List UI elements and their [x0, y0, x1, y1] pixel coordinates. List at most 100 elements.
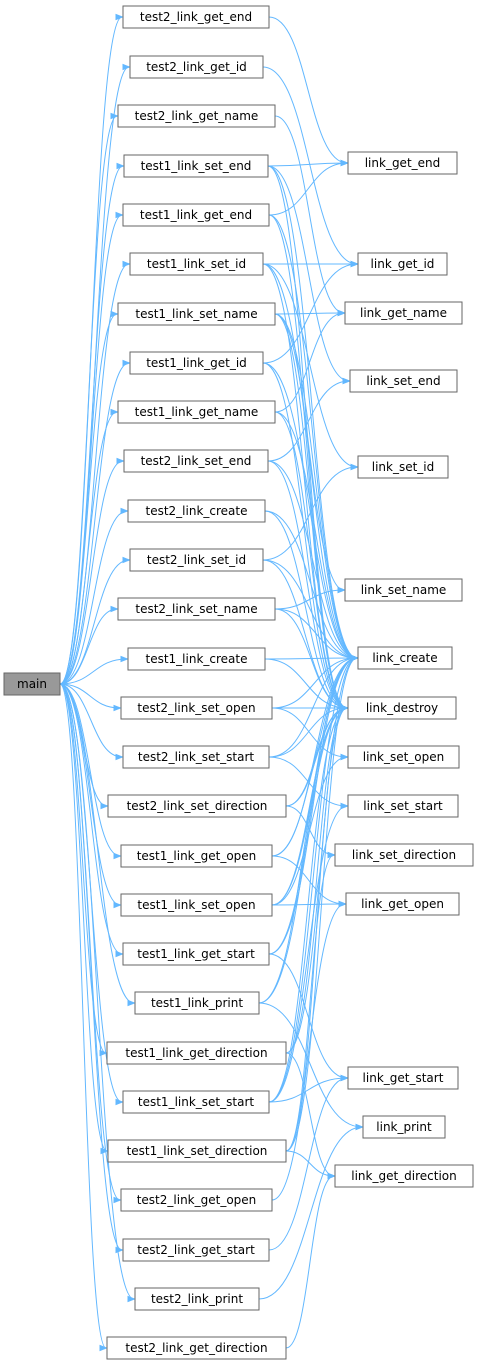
node-box	[134, 991, 260, 1015]
node-main[interactable]: main	[3, 672, 61, 696]
edge-t1-get-open-to-destroy	[271, 708, 347, 857]
node-set-name[interactable]: link_set_name	[344, 578, 463, 602]
node-label: test1_link_get_start	[137, 947, 255, 961]
edge-main-to-t1-set-direction	[59, 683, 107, 1151]
node-get-end[interactable]: link_get_end	[347, 151, 458, 175]
node-t2-set-direction[interactable]: test2_link_set_direction	[107, 794, 287, 818]
node-t1-set-start[interactable]: test1_link_set_start	[122, 1090, 270, 1114]
edge-main-to-t2-create	[59, 511, 127, 685]
node-box	[129, 548, 264, 572]
node-label: test2_link_set_start	[138, 750, 254, 764]
node-label: main	[17, 677, 47, 691]
node-label: test2_link_get_name	[135, 109, 259, 123]
edge-t1-get-open-to-get-open	[271, 855, 345, 904]
node-t2-set-name[interactable]: test2_link_set_name	[117, 597, 276, 621]
node-box	[349, 369, 458, 393]
node-t2-set-id[interactable]: test2_link_set_id	[129, 548, 264, 572]
node-t1-get-direction[interactable]: test1_link_get_direction	[106, 1041, 287, 1065]
node-print[interactable]: link_print	[362, 1115, 446, 1139]
node-box	[123, 449, 269, 473]
node-get-direction[interactable]: link_get_direction	[334, 1164, 474, 1188]
edge-t1-set-id-to-create	[262, 263, 357, 658]
edge-main-to-t1-create	[59, 659, 127, 685]
node-set-id[interactable]: link_set_id	[357, 455, 449, 479]
edge-main-to-t1-get-open	[59, 683, 120, 856]
node-get-start[interactable]: link_get_start	[347, 1066, 459, 1090]
node-label: test1_link_print	[151, 996, 243, 1010]
node-t1-get-name[interactable]: test1_link_get_name	[117, 400, 276, 424]
edge-t2-set-start-to-create	[268, 658, 357, 758]
node-box	[117, 302, 276, 326]
node-set-end[interactable]: link_set_end	[349, 369, 458, 393]
node-label: test1_link_set_start	[138, 1095, 254, 1109]
node-label: test2_link_get_id	[146, 60, 247, 74]
node-box	[120, 1188, 273, 1212]
node-t1-get-open[interactable]: test1_link_get_open	[120, 844, 273, 868]
node-t2-get-end[interactable]: test2_link_get_end	[122, 5, 270, 29]
node-label: test1_link_set_id	[147, 257, 246, 271]
node-create[interactable]: link_create	[357, 646, 453, 670]
node-label: link_get_start	[363, 1071, 444, 1085]
edge-t1-get-name-to-create	[274, 411, 357, 658]
node-t1-get-id[interactable]: test1_link_get_id	[129, 351, 264, 375]
edge-t2-get-id-to-get-id	[262, 66, 357, 264]
node-label: test1_link_set_end	[141, 159, 252, 173]
node-t2-set-end[interactable]: test2_link_set_end	[123, 449, 269, 473]
node-label: link_set_start	[363, 799, 443, 813]
node-t1-set-open[interactable]: test1_link_set_open	[120, 893, 273, 917]
node-t1-set-end[interactable]: test1_link_set_end	[123, 154, 269, 178]
node-t1-get-start[interactable]: test1_link_get_start	[122, 942, 270, 966]
edge-t1-set-end-to-get-end	[267, 163, 347, 167]
edges-layer	[59, 16, 362, 1348]
nodes-layer: main test2_link_get_end test2_link_get_idt…	[3, 5, 474, 1360]
node-get-open[interactable]: link_get_open	[345, 892, 460, 916]
node-destroy[interactable]: link_destroy	[347, 696, 457, 720]
node-t1-create[interactable]: test1_link_create	[127, 647, 266, 671]
node-t2-get-direction[interactable]: test2_link_get_direction	[106, 1336, 287, 1360]
node-box	[357, 252, 448, 276]
node-get-id[interactable]: link_get_id	[357, 252, 448, 276]
node-t2-get-start[interactable]: test2_link_get_start	[122, 1238, 270, 1262]
node-t2-get-name[interactable]: test2_link_get_name	[117, 104, 276, 128]
edge-t2-get-open-to-get-open	[271, 904, 345, 1201]
edge-t1-set-end-to-create	[267, 165, 357, 658]
node-t2-print[interactable]: test2_link_print	[134, 1287, 260, 1311]
node-t2-set-open[interactable]: test2_link_set_open	[120, 696, 273, 720]
node-box	[345, 892, 460, 916]
node-t1-print[interactable]: test1_link_print	[134, 991, 260, 1015]
node-label: test2_link_set_open	[137, 701, 255, 715]
node-t2-set-start[interactable]: test2_link_set_start	[122, 745, 270, 769]
edge-t2-get-name-to-get-name	[274, 115, 344, 313]
node-set-direction[interactable]: link_set_direction	[334, 843, 474, 867]
node-set-open[interactable]: link_set_open	[347, 745, 460, 769]
node-get-name[interactable]: link_get_name	[344, 301, 463, 325]
edge-t2-set-end-to-set-end	[267, 381, 349, 462]
node-t1-set-direction[interactable]: test1_link_set_direction	[107, 1139, 287, 1163]
node-t2-get-open[interactable]: test2_link_get_open	[120, 1188, 273, 1212]
node-t2-get-id[interactable]: test2_link_get_id	[129, 55, 264, 79]
node-t1-set-id[interactable]: test1_link_set_id	[129, 252, 264, 276]
edge-t1-get-start-to-get-start	[268, 953, 347, 1078]
node-label: link_set_end	[366, 374, 440, 388]
edge-t2-get-end-to-get-end	[268, 16, 347, 163]
node-label: test1_link_get_end	[140, 208, 252, 222]
edge-t2-set-name-to-create	[274, 608, 357, 658]
node-label: link_get_id	[371, 257, 435, 271]
node-box	[347, 1066, 459, 1090]
node-label: test2_link_set_end	[141, 454, 252, 468]
edge-t1-set-direction-to-set-direction	[285, 855, 334, 1152]
edge-t1-get-end-to-get-end	[268, 163, 347, 216]
edge-main-to-t2-set-id	[59, 560, 129, 685]
node-t1-get-end[interactable]: test1_link_get_end	[122, 203, 270, 227]
node-label: link_set_open	[363, 750, 445, 764]
edge-t1-get-id-to-get-id	[262, 264, 357, 364]
node-label: test2_link_create	[146, 504, 248, 518]
node-t2-create[interactable]: test2_link_create	[127, 499, 266, 523]
node-set-start[interactable]: link_set_start	[347, 794, 459, 818]
node-box	[347, 696, 457, 720]
node-box	[127, 499, 266, 523]
edge-main-to-t2-set-open	[59, 683, 120, 708]
node-t1-set-name[interactable]: test1_link_set_name	[117, 302, 276, 326]
node-box	[344, 301, 463, 325]
